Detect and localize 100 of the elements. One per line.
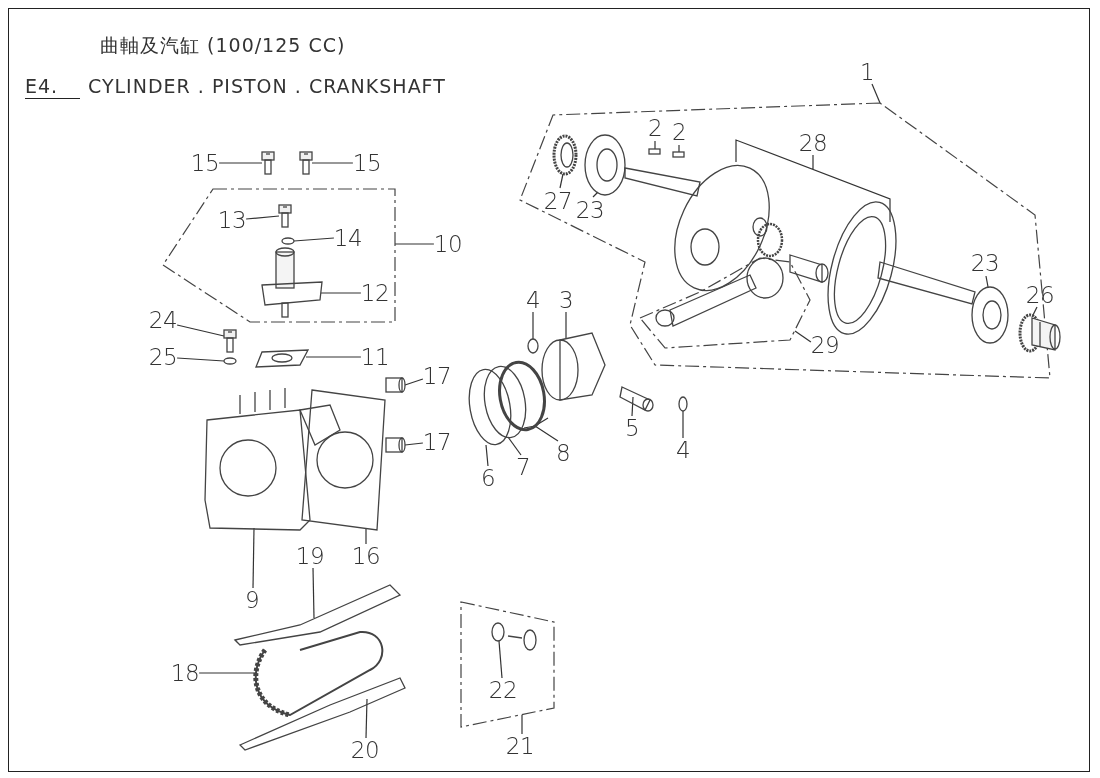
- callout-number: 18: [170, 660, 200, 686]
- callout-number: 20: [350, 737, 380, 763]
- callout-number: 15: [352, 150, 382, 176]
- leader-line: [735, 139, 891, 223]
- gear-drawing: [552, 134, 578, 176]
- circlip-drawing: [527, 338, 539, 354]
- bearing-drawing: [584, 134, 626, 196]
- callout-number: 4: [675, 437, 691, 463]
- bolt-drawing: [261, 151, 275, 175]
- group-outline: [639, 257, 811, 349]
- leader-line: [682, 410, 684, 439]
- tensioner-drawing: [261, 247, 323, 318]
- leader-line: [293, 237, 335, 242]
- dowel-pin-drawing: [385, 437, 406, 453]
- callout-number: 8: [555, 440, 571, 466]
- callout-number: 4: [525, 287, 541, 313]
- callout-number: 14: [333, 225, 363, 251]
- leader-line: [565, 311, 567, 339]
- diagram-title: 曲軸及汽缸 (100/125 CC): [100, 36, 346, 55]
- bolt-drawing: [278, 204, 292, 228]
- leader-line: [507, 436, 522, 456]
- bearing-drawing: [971, 286, 1009, 344]
- washer-drawing: [223, 357, 237, 365]
- group-outline: [460, 601, 555, 728]
- circlip-drawing: [678, 396, 688, 412]
- gear-drawing: [1018, 313, 1061, 353]
- callout-number: 15: [190, 150, 220, 176]
- callout-number: 2: [647, 115, 663, 141]
- leader-line: [320, 292, 362, 294]
- washer-drawing: [491, 622, 505, 642]
- leader-line: [654, 140, 656, 150]
- washer-drawing: [281, 237, 295, 245]
- callout-number: 16: [351, 543, 381, 569]
- leader-line: [592, 191, 599, 198]
- leader-line: [404, 378, 424, 386]
- leader-line: [404, 442, 424, 446]
- callout-number: 11: [360, 344, 390, 370]
- callout-number: 17: [422, 363, 452, 389]
- leader-line: [305, 356, 362, 358]
- callout-number: 29: [810, 332, 840, 358]
- leader-line: [365, 527, 367, 545]
- leader-line: [523, 417, 559, 442]
- section-heading: CYLINDER . PISTON . CRANKSHAFT: [88, 77, 446, 96]
- leader-line: [794, 330, 812, 343]
- piston-ring-drawing: [468, 368, 512, 446]
- callout-number: 22: [488, 677, 518, 703]
- callout-number: 23: [970, 250, 1000, 276]
- key-drawing: [672, 151, 685, 158]
- section-number: E4.: [25, 77, 81, 99]
- leader-line: [218, 162, 263, 164]
- gasket-drawing: [301, 389, 386, 531]
- leader-line: [631, 396, 634, 417]
- leader-line: [365, 698, 368, 739]
- piston-ring-drawing: [498, 360, 546, 432]
- leader-line: [485, 444, 489, 467]
- callout-number: 3: [558, 287, 574, 313]
- callout-number: 9: [244, 587, 260, 613]
- bolt-drawing: [223, 329, 237, 353]
- callout-number: 25: [148, 344, 178, 370]
- leader-line: [678, 144, 680, 153]
- callout-number: 28: [798, 130, 828, 156]
- callout-number: 6: [480, 465, 496, 491]
- cylinder-drawing: [204, 387, 341, 531]
- leader-line: [176, 357, 225, 362]
- leader-line: [871, 83, 881, 104]
- leader-line: [532, 311, 534, 340]
- callout-number: 23: [575, 197, 605, 223]
- key-drawing: [648, 148, 661, 155]
- callout-number: 21: [505, 733, 535, 759]
- leader-line: [198, 672, 257, 674]
- leader-line: [312, 567, 315, 619]
- leader-line: [1032, 306, 1038, 316]
- leader-line: [521, 714, 523, 735]
- leader-line: [985, 275, 989, 288]
- callout-number: 12: [360, 280, 390, 306]
- leader-line: [394, 243, 435, 245]
- callout-number: 7: [515, 454, 531, 480]
- leader-line: [176, 324, 225, 337]
- group-outline: [519, 102, 1061, 379]
- callout-number: 27: [543, 188, 573, 214]
- bolt-drawing: [299, 151, 313, 175]
- callout-number: 24: [148, 307, 178, 333]
- callout-number: 5: [624, 415, 640, 441]
- leader-line: [245, 215, 280, 220]
- piston-ring-drawing: [483, 365, 527, 439]
- callout-number: 13: [217, 207, 247, 233]
- callout-number: 26: [1025, 282, 1055, 308]
- chain-guide-drawing: [233, 584, 402, 646]
- gasket-drawing: [255, 349, 310, 368]
- callout-number: 17: [422, 429, 452, 455]
- leader-line: [559, 173, 564, 189]
- cam-chain-drawing: [253, 631, 384, 718]
- leader-line: [252, 527, 255, 589]
- callout-number: 1: [859, 59, 875, 85]
- leader-line: [498, 640, 503, 679]
- leader-line: [311, 162, 354, 164]
- callout-number: 2: [671, 119, 687, 145]
- callout-number: 10: [433, 231, 463, 257]
- dowel-pin-drawing: [385, 377, 406, 393]
- piston-drawing: [541, 332, 606, 401]
